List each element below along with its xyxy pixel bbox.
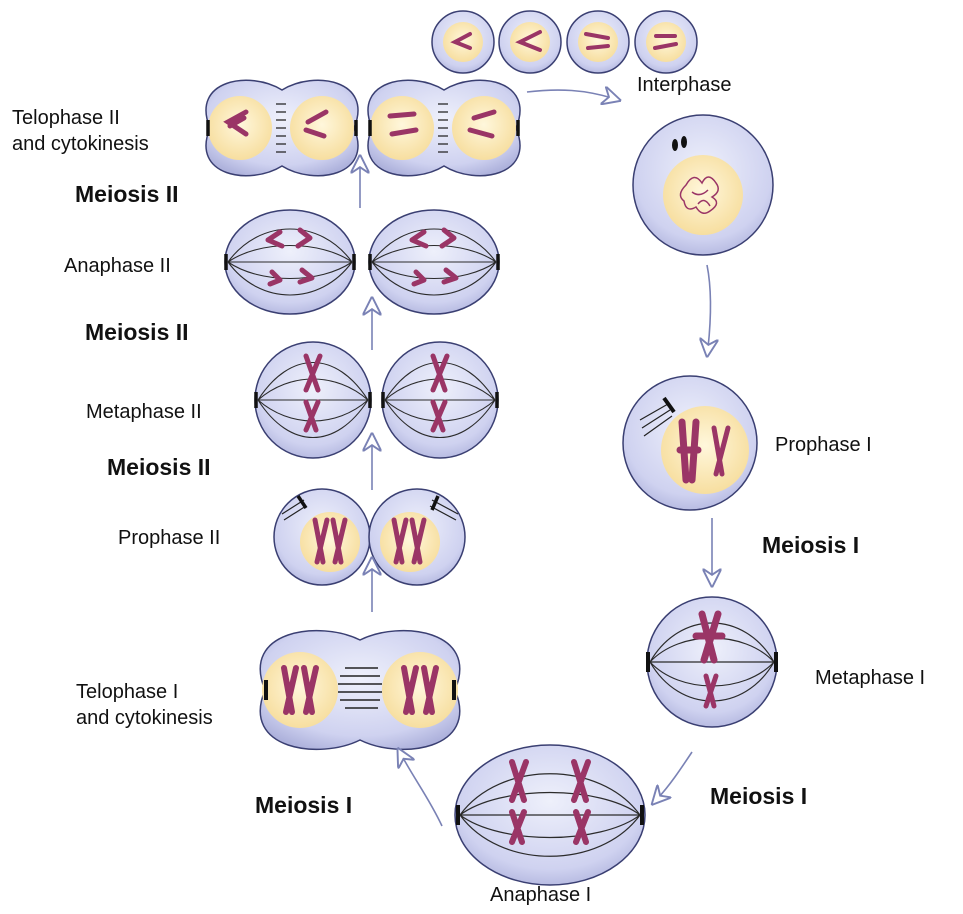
label-meiosis-1-b: Meiosis I bbox=[710, 784, 807, 808]
interphase-cell-1 bbox=[432, 11, 494, 73]
label-telophase-2-line2: and cytokinesis bbox=[12, 132, 149, 156]
label-prophase-2: Prophase II bbox=[118, 526, 220, 550]
telophase-2-cell-right bbox=[368, 80, 520, 175]
arrow-metaphase1-to-anaphase1 bbox=[658, 752, 692, 798]
anaphase-1-cell bbox=[455, 745, 645, 885]
anaphase-2-cells bbox=[225, 210, 499, 314]
interphase-cell-large bbox=[633, 115, 773, 255]
label-meiosis-2-c: Meiosis II bbox=[107, 455, 211, 479]
prophase-2-cells bbox=[274, 489, 465, 585]
prophase-2-cell-left bbox=[274, 489, 370, 585]
arrow-anaphase1-to-telophase1 bbox=[402, 756, 442, 826]
metaphase-2-cells bbox=[255, 342, 498, 458]
arrow-interphase-to-prophase1 bbox=[707, 265, 711, 348]
label-telophase-2-line1: Telophase II bbox=[12, 106, 120, 130]
interphase-cell-2 bbox=[499, 11, 561, 73]
label-meiosis-1-c: Meiosis I bbox=[255, 793, 352, 817]
metaphase-2-cell-right bbox=[382, 342, 498, 458]
prophase-2-cell-right bbox=[369, 489, 465, 585]
anaphase-2-cell-right bbox=[369, 210, 499, 314]
label-metaphase-2: Metaphase II bbox=[86, 400, 202, 424]
telophase-1-cell bbox=[260, 631, 459, 750]
label-telophase-1-line2: and cytokinesis bbox=[76, 706, 213, 730]
label-meiosis-1-a: Meiosis I bbox=[762, 533, 859, 557]
metaphase-1-cell bbox=[647, 597, 777, 727]
metaphase-2-cell-left bbox=[255, 342, 371, 458]
interphase-cell-3 bbox=[567, 11, 629, 73]
telophase-2-cell-left bbox=[206, 80, 358, 175]
label-metaphase-1: Metaphase I bbox=[815, 666, 925, 690]
label-meiosis-2-b: Meiosis II bbox=[85, 320, 189, 344]
label-interphase: Interphase bbox=[637, 73, 732, 97]
label-meiosis-2-a: Meiosis II bbox=[75, 182, 179, 206]
label-prophase-1: Prophase I bbox=[775, 433, 872, 457]
label-anaphase-1: Anaphase I bbox=[490, 883, 591, 907]
telophase-2-cells bbox=[206, 80, 520, 175]
prophase-1-cell bbox=[623, 376, 757, 510]
arrow-telophase2-to-interphase bbox=[527, 90, 612, 98]
interphase-cell-4 bbox=[635, 11, 697, 73]
label-telophase-1-line1: Telophase I bbox=[76, 680, 178, 704]
interphase-cells bbox=[432, 11, 697, 73]
label-anaphase-2: Anaphase II bbox=[64, 254, 171, 278]
anaphase-2-cell-left bbox=[225, 210, 355, 314]
